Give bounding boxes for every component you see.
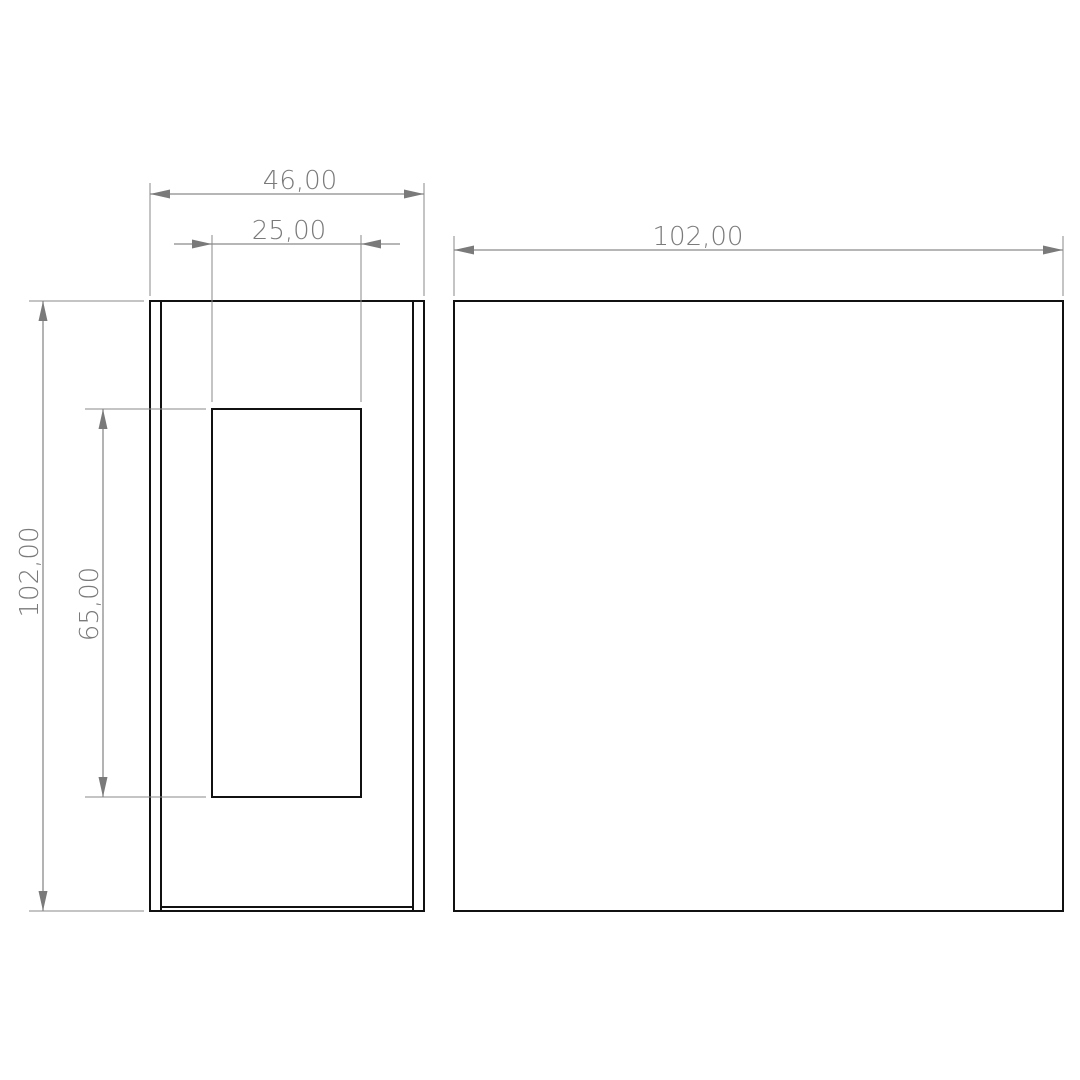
dimension-window-width: 25,00 — [174, 216, 400, 402]
arrow-head — [98, 777, 108, 797]
dimension-label-102-width: 102,00 — [653, 222, 744, 252]
dimension-overall-width: 102,00 — [453, 222, 1064, 296]
arrow-head — [1043, 245, 1063, 255]
dimension-label-65: 65,00 — [75, 567, 105, 641]
front-view-outline — [453, 300, 1064, 912]
arrow-head — [38, 301, 48, 321]
side-view-left-flange — [149, 300, 162, 912]
dimension-overall-depth: 46,00 — [149, 166, 425, 296]
arrow-head — [404, 189, 424, 199]
front-view — [453, 300, 1064, 912]
dimension-window-height: 65,00 — [75, 408, 206, 798]
window-cutout — [211, 408, 362, 798]
arrow-head — [98, 409, 108, 429]
dimension-label-46: 46,00 — [263, 166, 337, 196]
side-view-right-flange — [412, 300, 425, 912]
arrow-head — [192, 239, 212, 249]
arrow-head — [38, 891, 48, 911]
arrow-head — [361, 239, 381, 249]
arrow-head — [150, 189, 170, 199]
side-view — [149, 300, 425, 912]
dimension-overall-height: 102,00 — [15, 300, 144, 912]
dimension-label-25: 25,00 — [252, 216, 326, 246]
dimension-label-102-height: 102,00 — [15, 527, 45, 618]
arrow-head — [454, 245, 474, 255]
